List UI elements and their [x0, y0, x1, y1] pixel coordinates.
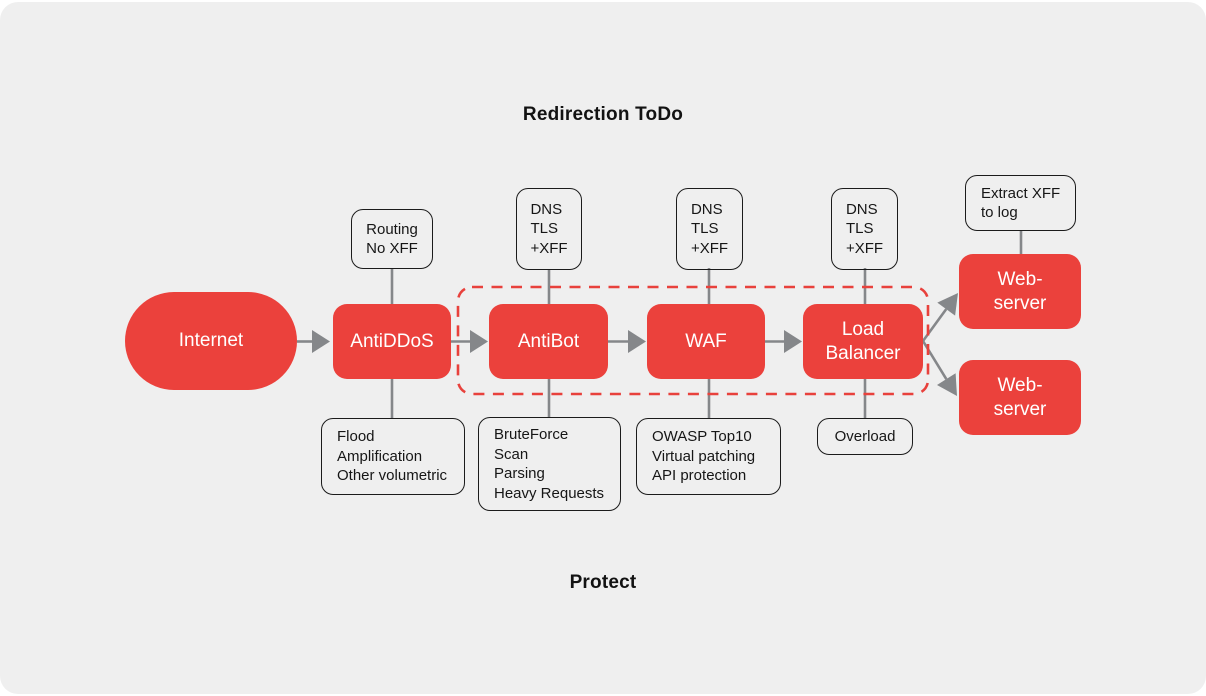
note-flood: Flood Amplification Other volumetric	[321, 418, 465, 495]
arrowhead-icon	[937, 373, 957, 396]
note-owasp: OWASP Top10 Virtual patching API protect…	[636, 418, 781, 495]
node-label: AntiDDoS	[350, 330, 434, 352]
node-waf: WAF	[647, 304, 765, 379]
node-web-server-2: Web-server	[959, 360, 1081, 435]
note-bruteforce: BruteForce Scan Parsing Heavy Requests	[478, 417, 621, 511]
note-line: Heavy Requests	[494, 484, 605, 502]
note-line: API protection	[652, 467, 747, 485]
note-line: Scan	[494, 445, 529, 463]
note-line: TLS	[690, 220, 719, 238]
arrowhead-icon	[937, 293, 958, 316]
arrowhead-icon	[784, 330, 802, 353]
node-web-server-1: Web-server	[959, 254, 1081, 329]
node-load-balancer: Load Balancer	[803, 304, 923, 379]
note-overload: Overload	[817, 418, 913, 455]
node-label: Web-server	[993, 374, 1047, 420]
note-line: +XFF	[845, 239, 884, 257]
note-line: to log	[981, 204, 1018, 221]
note-line: +XFF	[690, 239, 729, 257]
flow-line-lb-webserver2	[921, 340, 948, 380]
note-line: DNS	[690, 200, 723, 218]
note-line: TLS	[530, 220, 558, 238]
note-routing: Routing No XFF	[351, 209, 433, 269]
note-line: Overload	[834, 427, 896, 445]
note-dns-antibot: DNS TLS +XFF	[516, 188, 582, 270]
arrowhead-icon	[312, 330, 330, 353]
node-antiddos: AntiDDoS	[333, 304, 451, 379]
node-label: AntiBot	[517, 330, 580, 352]
note-dns-lb: DNS TLS +XFF	[831, 188, 898, 270]
node-label: Web-server	[993, 268, 1047, 314]
note-line: Other volumetric	[337, 467, 448, 485]
note-line: OWASP Top10	[652, 428, 752, 446]
node-label: Load Balancer	[825, 318, 901, 364]
note-line: BruteForce	[494, 426, 569, 443]
node-internet: Internet	[125, 292, 297, 390]
node-label: WAF	[685, 330, 727, 352]
note-line: +XFF	[530, 239, 568, 257]
arrowhead-icon	[628, 330, 646, 353]
note-line: No XFF	[366, 240, 418, 257]
note-line: Extract XFF	[981, 184, 1061, 202]
note-line: TLS	[845, 220, 874, 238]
protect-zone-dashed-border	[456, 285, 930, 396]
note-dns-waf: DNS TLS +XFF	[676, 188, 743, 270]
note-line: Parsing	[494, 465, 545, 482]
note-line: Virtual patching	[652, 447, 756, 465]
flow-line-lb-webserver1	[921, 308, 948, 342]
node-antibot: AntiBot	[489, 304, 608, 379]
note-line: DNS	[845, 200, 878, 218]
note-extract-xff: Extract XFF to log	[965, 175, 1076, 231]
diagram-title: Redirection ToDo	[522, 104, 684, 125]
note-line: DNS	[530, 200, 563, 218]
note-line: Amplification	[337, 447, 423, 465]
note-line: Flood	[337, 428, 375, 446]
note-line: Routing	[366, 220, 418, 238]
node-label: Internet	[178, 330, 244, 351]
arrowhead-icon	[470, 330, 488, 353]
protect-label: Protect	[569, 572, 637, 593]
